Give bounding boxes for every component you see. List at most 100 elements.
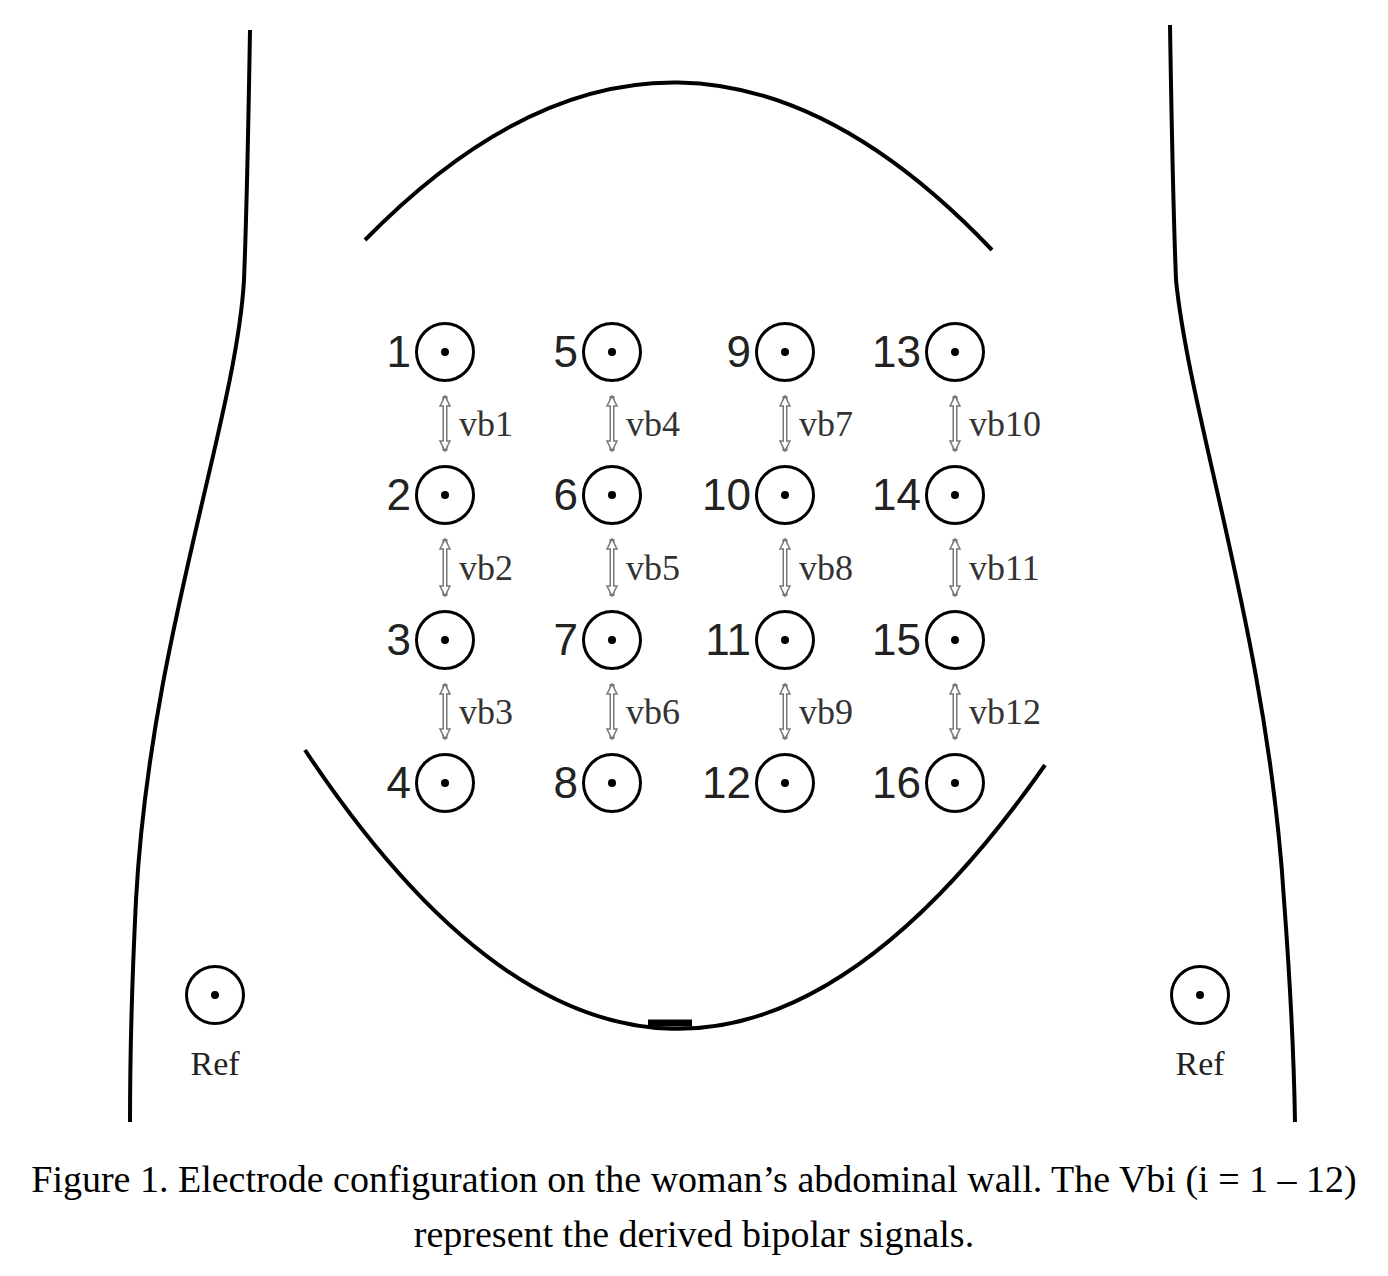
electrode-number: 5	[554, 330, 578, 374]
electrode: 6	[554, 465, 642, 525]
electrode-number: 9	[727, 330, 751, 374]
electrode-dot	[441, 779, 449, 787]
electrode-dot	[608, 491, 616, 499]
navel-mark	[648, 1020, 692, 1027]
arrow-shaft-inner	[954, 548, 956, 587]
arrow-shaft	[443, 396, 448, 451]
electrode: 11	[705, 610, 815, 670]
arrow-shaft-inner	[444, 693, 446, 730]
electrode-dot	[441, 491, 449, 499]
electrode: 2	[387, 465, 475, 525]
electrode: 15	[872, 610, 985, 670]
arrow-shaft-inner	[611, 405, 613, 442]
electrode-number: 2	[387, 473, 411, 517]
bipolar-arrow	[785, 396, 786, 451]
electrode-dot	[951, 779, 959, 787]
arrow-shaft	[953, 539, 958, 596]
reference-electrode: Ref	[185, 965, 245, 1081]
reference-label: Ref	[190, 1047, 239, 1081]
arrow-shaft-inner	[784, 548, 786, 587]
signal-label: vb2	[457, 550, 515, 586]
arrow-shaft-inner	[784, 405, 786, 442]
electrode-number: 6	[554, 473, 578, 517]
electrode: 13	[872, 322, 985, 382]
signal-label: vb10	[967, 406, 1043, 442]
electrode-circle	[1170, 965, 1230, 1025]
electrode-dot	[608, 348, 616, 356]
electrode: 4	[387, 753, 475, 813]
body-right-contour	[1170, 25, 1295, 1122]
electrode-dot	[781, 348, 789, 356]
electrode-dot	[608, 636, 616, 644]
electrode: 1	[387, 322, 475, 382]
bipolar-arrow	[785, 684, 786, 739]
electrode-circle	[582, 465, 642, 525]
electrode: 7	[554, 610, 642, 670]
bipolar-arrow	[445, 396, 446, 451]
electrode-number: 8	[554, 761, 578, 805]
arrow-shaft	[953, 684, 958, 739]
electrode-circle	[415, 610, 475, 670]
bipolar-arrow	[612, 684, 613, 739]
electrode-circle	[582, 753, 642, 813]
electrode-circle	[415, 322, 475, 382]
electrode-dot	[781, 491, 789, 499]
signal-label: vb1	[457, 406, 515, 442]
belly-lower-arc	[305, 750, 1045, 1029]
signal-label: vb12	[967, 694, 1043, 730]
electrode: 10	[702, 465, 815, 525]
electrode-number: 15	[872, 618, 921, 662]
electrode-circle	[925, 753, 985, 813]
signal-label: vb3	[457, 694, 515, 730]
arrow-shaft	[610, 539, 615, 596]
electrode-circle	[415, 753, 475, 813]
arrow-shaft-inner	[611, 693, 613, 730]
electrode-number: 14	[872, 473, 921, 517]
bipolar-arrow	[612, 539, 613, 596]
signal-label: vb8	[797, 550, 855, 586]
arrow-shaft-inner	[954, 405, 956, 442]
electrode-circle	[925, 322, 985, 382]
bipolar-arrow	[955, 539, 956, 596]
electrode-number: 1	[387, 330, 411, 374]
arrow-shaft	[610, 684, 615, 739]
signal-label: vb9	[797, 694, 855, 730]
arrow-shaft-inner	[784, 693, 786, 730]
electrode-number: 16	[872, 761, 921, 805]
bipolar-arrow	[445, 539, 446, 596]
electrode-number: 3	[387, 618, 411, 662]
bipolar-arrow	[785, 539, 786, 596]
electrode-dot	[441, 636, 449, 644]
electrode-dot	[951, 491, 959, 499]
electrode-number: 4	[387, 761, 411, 805]
electrode-number: 10	[702, 473, 751, 517]
electrode-number: 12	[702, 761, 751, 805]
bipolar-arrow	[955, 684, 956, 739]
electrode-dot	[781, 636, 789, 644]
reference-electrode: Ref	[1170, 965, 1230, 1081]
arrow-shaft	[610, 396, 615, 451]
electrode-dot	[951, 348, 959, 356]
electrode: 16	[872, 753, 985, 813]
arrow-shaft-inner	[611, 548, 613, 587]
electrode-dot	[608, 779, 616, 787]
electrode-dot	[1196, 991, 1204, 999]
electrode-circle	[925, 610, 985, 670]
arrow-shaft-inner	[444, 548, 446, 587]
signal-label: vb5	[624, 550, 682, 586]
electrode: 9	[727, 322, 815, 382]
arrow-shaft-inner	[954, 693, 956, 730]
electrode: 14	[872, 465, 985, 525]
electrode-circle	[185, 965, 245, 1025]
body-left-contour	[130, 30, 250, 1122]
electrode: 3	[387, 610, 475, 670]
electrode-number: 7	[554, 618, 578, 662]
electrode-number: 13	[872, 330, 921, 374]
bipolar-arrow	[612, 396, 613, 451]
electrode-dot	[441, 348, 449, 356]
electrode-circle	[925, 465, 985, 525]
